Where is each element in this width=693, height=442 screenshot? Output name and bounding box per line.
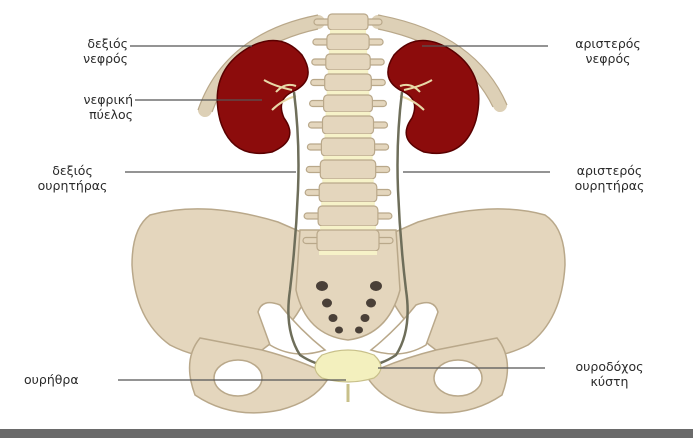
- vertebra: [317, 230, 379, 251]
- vertebra: [325, 74, 372, 91]
- label-bladder: ουροδόχος κύστη: [552, 359, 667, 389]
- vertebra: [320, 160, 375, 179]
- spine: [303, 14, 393, 255]
- label-right-ureter: δεξιός ουρητήρας: [20, 163, 125, 193]
- vertebra: [327, 34, 369, 50]
- label-urethra: ουρήθρα: [24, 372, 79, 387]
- intervertebral-disc: [319, 251, 377, 255]
- vertebra: [323, 116, 374, 134]
- vertebra: [318, 206, 378, 226]
- vertebra: [328, 14, 368, 30]
- vertebra: [321, 138, 374, 156]
- label-right-kidney: δεξιός νεφρός: [36, 36, 128, 66]
- label-left-ureter: αριστερός ουρητήρας: [552, 163, 667, 193]
- vertebra: [319, 183, 377, 202]
- bottom-border-bar: [0, 429, 693, 438]
- label-left-kidney: αριστερός νεφρός: [553, 36, 663, 66]
- vertebra: [326, 54, 370, 70]
- label-renal-pelvis: νεφρική πύελος: [36, 92, 133, 122]
- bladder: [315, 350, 381, 382]
- vertebra: [324, 95, 373, 112]
